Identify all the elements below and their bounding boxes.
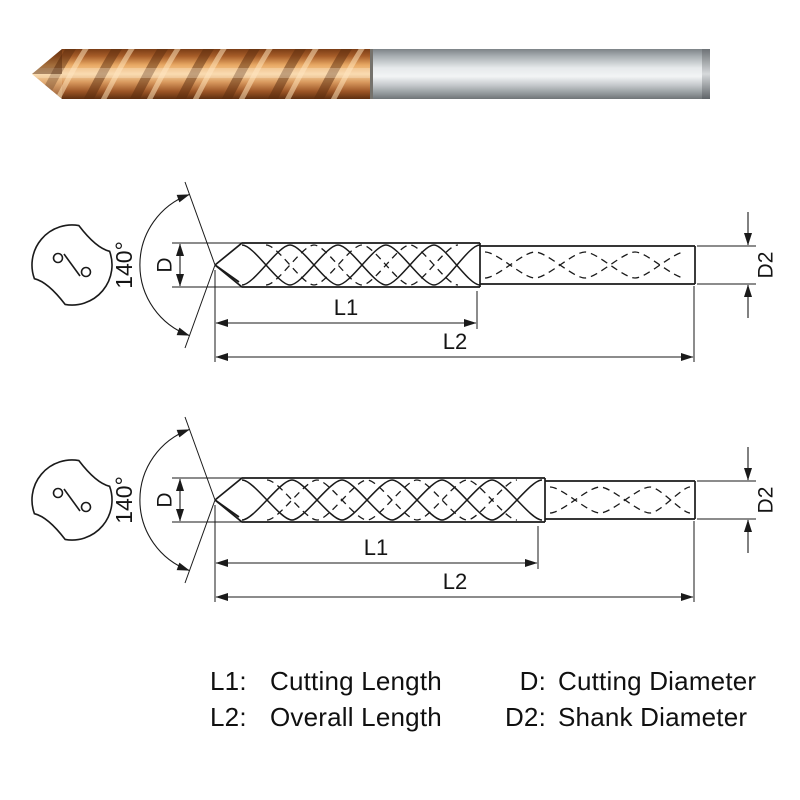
point-angle-label: 140° [111,241,137,289]
chisel-edge [63,488,81,512]
shank-diameter-label: D2 [755,252,778,279]
cutting-diameter-dimension: D [154,477,246,523]
flute-section-photo [32,49,372,99]
coolant-hole [80,501,92,513]
overall-length-label: L2 [443,329,467,354]
flute-helix-solid [241,244,481,286]
shank-end-bevel [702,49,710,99]
flute-helix-hidden [266,479,518,521]
overall-length-dimension: L2 [215,521,695,602]
overall-length-label: L2 [443,569,467,594]
shank-diameter-label: D2 [755,487,778,514]
point-angle-label: 140° [111,476,137,524]
shank-section-photo [370,49,710,99]
cutting-diameter-label: D [154,492,177,507]
legend-value-d: Cutting Diameter [558,666,757,696]
cutting-length-label: L1 [334,295,358,320]
technical-view-1: 140° D D2 L1 L2 [31,181,778,362]
flute-helix-hidden [265,244,459,286]
chisel-edge [63,253,81,277]
legend-value-d2: Shank Diameter [558,702,748,732]
shank-outline [480,245,696,285]
cutting-length-label: L1 [364,535,388,560]
cutting-length-dimension: L1 [214,270,478,362]
shank-diameter-dimension: D2 [697,212,778,318]
cutting-lip [214,264,240,283]
coating-boundary [370,49,373,99]
shank-diameter-dimension: D2 [697,447,778,553]
drill-photo [32,49,710,99]
cutting-lip [214,499,240,518]
flute-helix-shading [32,49,372,99]
legend-key-d: D: [519,666,546,696]
flute-helix-solid [241,479,543,521]
legend-value-l1: Cutting Length [270,666,442,696]
coolant-hole [52,252,64,264]
overall-length-dimension: L2 [215,286,695,362]
end-view [31,459,113,541]
drill-tip-shading [32,49,62,74]
legend-key-d2: D2: [504,702,546,732]
drill-tip-highlight [32,74,62,99]
shank-outline [545,480,696,520]
legend: L1: Cutting Length D: Cutting Diameter L… [210,666,756,733]
legend-key-l2: L2: [210,702,247,732]
cutting-length-dimension: L1 [214,505,539,602]
drill-outline [214,242,696,288]
drill-outline [214,477,696,523]
legend-value-l2: Overall Length [270,702,442,732]
cutting-diameter-dimension: D [154,242,246,288]
coolant-hole [52,487,64,499]
technical-view-2: 140° D D2 L1 L2 [31,416,778,602]
coolant-hole [80,266,92,278]
coolant-channel-hidden [549,486,691,514]
point-angle-dimension: 140° [111,416,216,584]
point-angle-dimension: 140° [111,181,216,349]
cutting-diameter-label: D [154,257,177,272]
end-view [31,224,113,306]
legend-key-l1: L1: [210,666,247,696]
coolant-channel-hidden [484,251,686,279]
